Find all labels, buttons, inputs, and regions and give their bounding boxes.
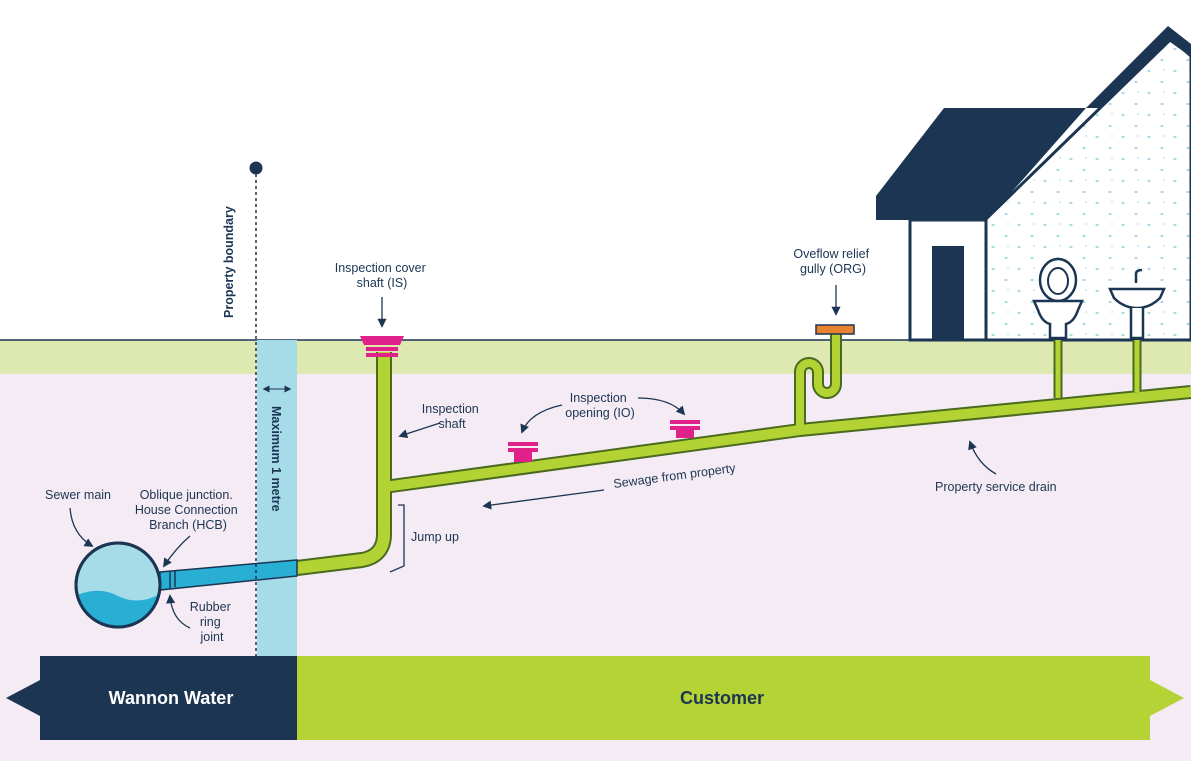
inspection-shaft-arrow <box>398 422 441 439</box>
max-1-metre-label: Maximum 1 metre <box>269 406 283 512</box>
sewage-flow-arrow <box>482 489 605 510</box>
wannon-water-band <box>6 656 297 740</box>
jump-up-dimension <box>389 504 405 573</box>
house-roof <box>1086 26 1191 108</box>
property-boundary-marker <box>249 161 263 175</box>
inspection-opening-2 <box>670 420 700 438</box>
house <box>876 26 1191 342</box>
inspection-cover-shaft <box>360 336 404 357</box>
oblique-junction-label: Oblique junction. House Connection Branc… <box>135 488 241 532</box>
house-porch-roof <box>876 108 1086 220</box>
wannon-water-label: Wannon Water <box>109 688 234 708</box>
boundary-zone <box>257 340 297 656</box>
property-service-drain-arrow <box>968 440 997 475</box>
inspection-opening-arrow-right <box>637 397 686 416</box>
rubber-ring-joint-arrow <box>166 594 191 629</box>
sewer-main-label: Sewer main <box>45 488 111 502</box>
inspection-opening-arrow-left <box>520 404 563 434</box>
toilet-fixture <box>1032 257 1084 340</box>
rubber-ring-joint-label: Rubber ring joint <box>190 600 234 644</box>
jump-up-label: Jump up <box>411 530 459 544</box>
customer-label: Customer <box>680 688 764 708</box>
customer-band <box>297 656 1184 740</box>
property-service-drain-label: Property service drain <box>935 480 1057 494</box>
inspection-cover-shaft-label: Inspection cover shaft (IS) <box>335 261 430 290</box>
jump-up-pipe <box>296 352 390 574</box>
house-door <box>932 246 964 340</box>
overflow-gully-cap <box>815 324 855 335</box>
inspection-opening-1 <box>508 442 538 462</box>
sewer-main <box>74 541 162 629</box>
ground-surface <box>0 340 1191 374</box>
inspection-shaft-label: Inspection shaft <box>422 402 482 431</box>
sewer-main-arrow <box>69 507 94 547</box>
overflow-gully-label: Oveflow relief gully (ORG) <box>793 247 872 276</box>
property-boundary-label: Property boundary <box>222 206 236 318</box>
gully-trap-pipe <box>796 334 840 430</box>
basin-fixture <box>1108 268 1166 340</box>
inspection-opening-label: Inspection opening (IO) <box>565 391 634 420</box>
oblique-junction-arrow <box>162 535 191 568</box>
pipe-network <box>296 334 1191 574</box>
